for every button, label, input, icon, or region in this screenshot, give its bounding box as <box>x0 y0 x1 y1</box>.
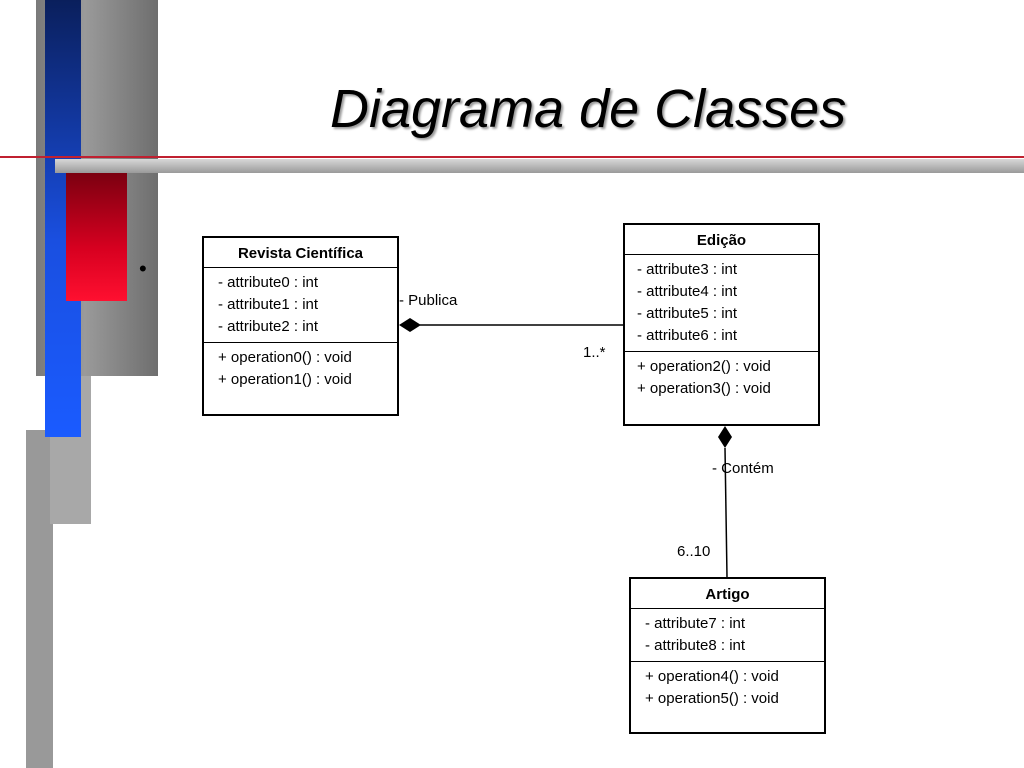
class-attributes: - attribute7 : int - attribute8 : int <box>631 609 824 662</box>
attribute: - attribute3 : int <box>637 261 738 278</box>
class-edicao[interactable]: Edição - attribute3 : int - attribute4 :… <box>623 223 820 426</box>
attribute: - attribute5 : int <box>637 305 738 322</box>
operation: + operation2() : void <box>637 358 771 375</box>
class-operations: + operation2() : void + operation3() : v… <box>625 352 818 404</box>
multiplicity-label-contem: 6..10 <box>677 543 710 560</box>
decor-gray-bar-left <box>26 430 53 768</box>
class-name: Edição <box>625 225 818 255</box>
attribute: - attribute6 : int <box>637 327 738 344</box>
class-operations: + operation0() : void + operation1() : v… <box>204 343 397 395</box>
multiplicity-label-publica: 1..* <box>583 344 606 361</box>
operation: + operation0() : void <box>218 349 352 366</box>
operation: + operation1() : void <box>218 371 352 388</box>
class-artigo[interactable]: Artigo - attribute7 : int - attribute8 :… <box>629 577 826 734</box>
association-line-contem <box>724 447 728 578</box>
attribute: - attribute2 : int <box>218 318 319 335</box>
class-attributes: - attribute3 : int - attribute4 : int - … <box>625 255 818 352</box>
attribute: - attribute4 : int <box>637 283 738 300</box>
bullet-point: • <box>139 256 147 281</box>
composition-diamond-contem <box>718 426 732 448</box>
class-attributes: - attribute0 : int - attribute1 : int - … <box>204 268 397 343</box>
composition-diamond-publica <box>399 318 421 332</box>
class-revista-cientifica[interactable]: Revista Científica - attribute0 : int - … <box>202 236 399 416</box>
attribute: - attribute8 : int <box>645 637 746 654</box>
class-name: Artigo <box>631 579 824 609</box>
title-rule-gray <box>55 159 1024 173</box>
operation: + operation4() : void <box>645 668 779 685</box>
class-name: Revista Científica <box>204 238 397 268</box>
slide-title: Diagrama de Classes <box>330 79 847 139</box>
attribute: - attribute7 : int <box>645 615 746 632</box>
attribute: - attribute1 : int <box>218 296 319 313</box>
decor-red-bar <box>66 172 127 301</box>
operation: + operation3() : void <box>637 380 771 397</box>
association-label-contem: - Contém <box>712 460 774 477</box>
association-label-publica: - Publica <box>399 292 458 309</box>
attribute: - attribute0 : int <box>218 274 319 291</box>
class-operations: + operation4() : void + operation5() : v… <box>631 662 824 714</box>
title-rule-red <box>0 156 1024 158</box>
operation: + operation5() : void <box>645 690 779 707</box>
